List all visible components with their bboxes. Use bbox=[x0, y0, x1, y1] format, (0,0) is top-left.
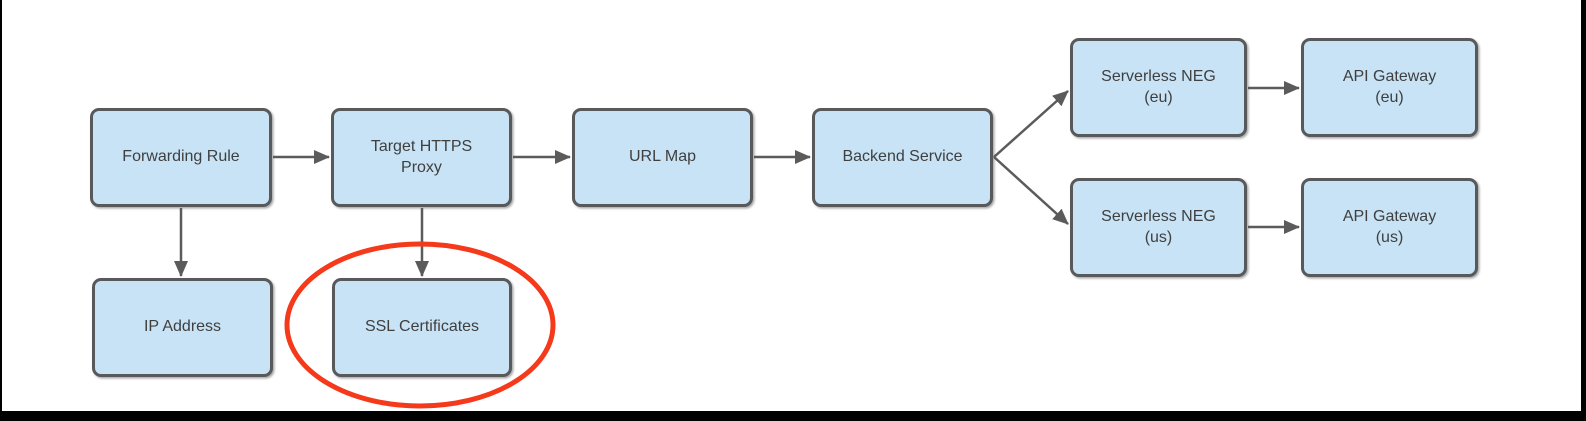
node-target-https-proxy: Target HTTPS Proxy bbox=[331, 108, 512, 207]
node-ip-address: IP Address bbox=[92, 278, 273, 377]
node-ip-address-label: IP Address bbox=[143, 318, 222, 336]
node-serverless-neg-us: Serverless NEG (us) bbox=[1070, 178, 1247, 277]
node-serverless-neg-eu-label: Serverless NEG (eu) bbox=[1101, 67, 1216, 106]
node-ssl-certificates-label: SSL Certificates bbox=[364, 318, 480, 336]
node-forwarding-rule: Forwarding Rule bbox=[90, 108, 272, 207]
node-ssl-certificates: SSL Certificates bbox=[332, 278, 512, 377]
node-target-https-proxy-label: Target HTTPS Proxy bbox=[370, 137, 473, 176]
node-backend-service: Backend Service bbox=[812, 108, 993, 207]
node-url-map: URL Map bbox=[572, 108, 753, 207]
node-api-gateway-eu: API Gateway (eu) bbox=[1301, 38, 1478, 137]
node-serverless-neg-us-label: Serverless NEG (us) bbox=[1101, 207, 1216, 246]
edge-backend-service-to-serverless-neg-us bbox=[993, 156, 1069, 225]
edge-backend-service-to-serverless-neg-eu bbox=[993, 90, 1069, 158]
node-serverless-neg-eu: Serverless NEG (eu) bbox=[1070, 38, 1247, 137]
screen-border-bottom bbox=[0, 411, 1586, 421]
node-forwarding-rule-label: Forwarding Rule bbox=[122, 148, 240, 166]
screen-border-right bbox=[1581, 0, 1586, 421]
node-api-gateway-us-label: API Gateway (us) bbox=[1342, 207, 1437, 246]
node-api-gateway-eu-label: API Gateway (eu) bbox=[1342, 67, 1437, 106]
node-url-map-label: URL Map bbox=[629, 148, 696, 166]
node-api-gateway-us: API Gateway (us) bbox=[1301, 178, 1478, 277]
node-backend-service-label: Backend Service bbox=[842, 148, 963, 166]
screen-border-left bbox=[0, 0, 2, 421]
